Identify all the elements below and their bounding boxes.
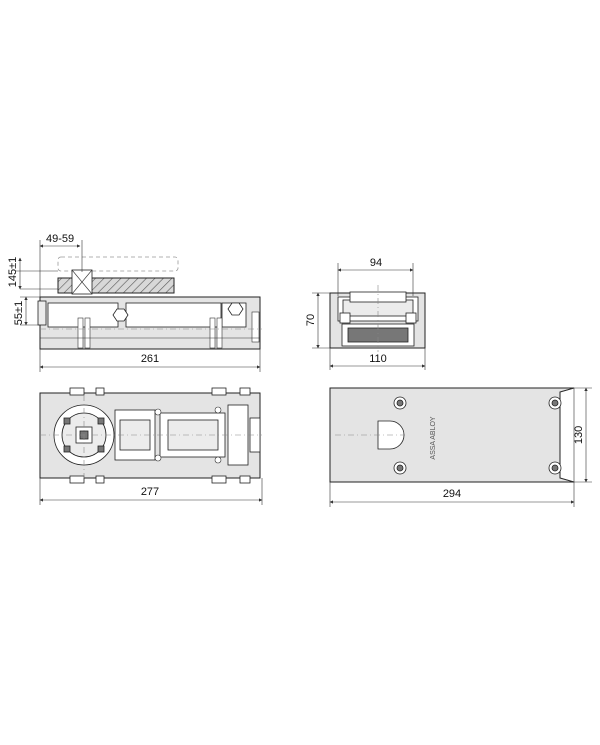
dim-side-length: 261: [141, 353, 159, 365]
dim-end-width-inner: 94: [370, 257, 382, 269]
cover-screws: [393, 396, 562, 475]
dim-cover-height: 130: [573, 426, 585, 444]
brand-mark: ASSA ABLOY: [430, 416, 437, 460]
hex-nut-left: [112, 308, 129, 322]
dim-end-height: 70: [305, 314, 317, 326]
end-view: 94 70 110: [305, 257, 426, 370]
side-view: 49-59 145±1 55±1 261: [7, 233, 262, 372]
dim-end-width-outer: 110: [369, 353, 387, 365]
dim-cover-length: 294: [443, 488, 461, 500]
dim-door-offset: 49-59: [46, 233, 74, 245]
dim-floor-offset: 55±1: [13, 301, 25, 325]
door-outline-dashed: [57, 256, 179, 272]
hex-nut-right: [227, 302, 244, 316]
dim-top-length: 277: [141, 486, 159, 498]
dim-top-height: 145±1: [7, 257, 19, 288]
cover-plate-view: ASSA ABLOY 294 130: [329, 387, 592, 507]
top-view: 277: [39, 387, 263, 505]
